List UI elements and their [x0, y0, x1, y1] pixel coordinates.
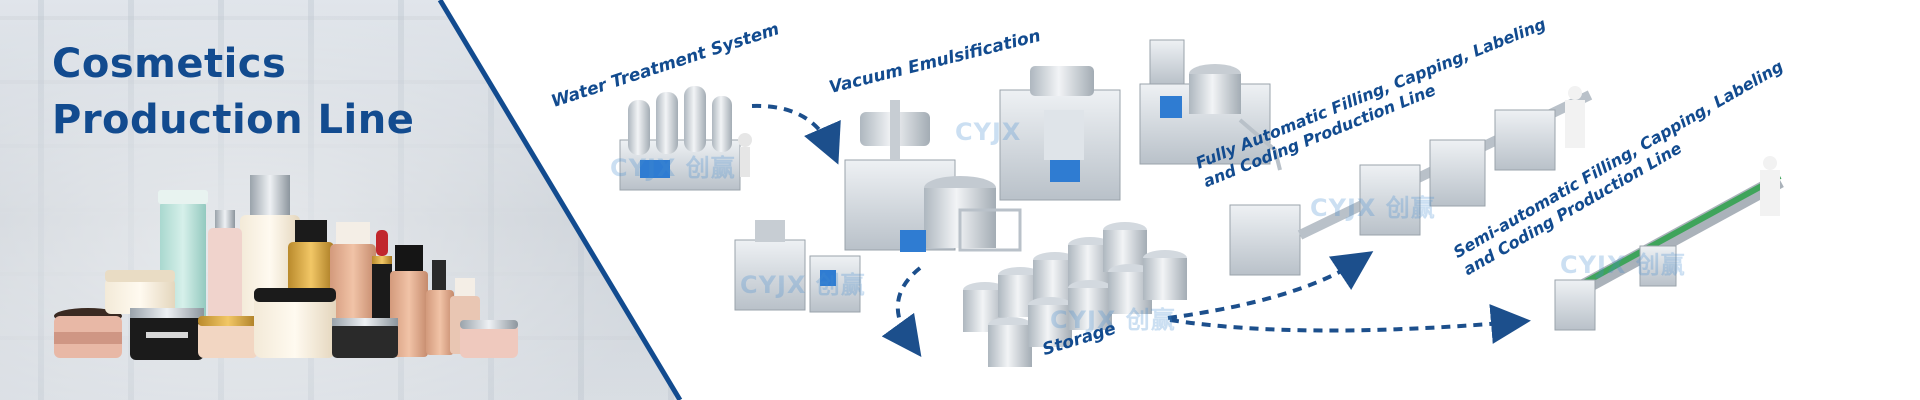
jar-pink	[460, 324, 518, 358]
arrow-water-to-emulsification	[751, 103, 841, 165]
pink-bottle	[208, 228, 242, 338]
title-line-1: Cosmetics	[52, 41, 287, 87]
glass-bottle	[250, 175, 290, 215]
storage-tanks	[963, 222, 1187, 367]
jar-black-small	[332, 322, 398, 358]
watermark: CYJX 创赢	[1050, 306, 1176, 334]
cosmetic-products	[54, 175, 518, 360]
title-line-2: Production Line	[52, 97, 415, 143]
dropper-bottle	[426, 290, 454, 355]
water-treatment-machine	[619, 86, 752, 191]
watermark: CYJX 创赢	[740, 271, 866, 299]
jar-peach	[198, 320, 258, 358]
serum-bottle	[390, 271, 428, 357]
jar-white-large	[254, 294, 336, 358]
arrow-emulsification-to-storage	[881, 266, 922, 357]
banner-title: Cosmetics Production Line	[52, 36, 414, 148]
semi-automatic-line	[1554, 156, 1784, 331]
watermark: CYJX 创赢	[610, 154, 736, 182]
vacuum-emulsifier-machines	[734, 39, 1282, 313]
watermark: CYJX	[955, 118, 1022, 146]
amber-bottle	[295, 220, 327, 242]
arrow-storage-to-semi-line	[1169, 304, 1531, 344]
watermark: CYJX 创赢	[1310, 194, 1436, 222]
flow-arrows	[751, 103, 1531, 357]
watermark: CYJX 创赢	[1560, 251, 1686, 279]
jar-cream	[105, 278, 175, 314]
arrow-storage-to-full-line	[1167, 251, 1374, 320]
lipstick	[376, 230, 388, 256]
fully-automatic-line	[1229, 86, 1593, 276]
